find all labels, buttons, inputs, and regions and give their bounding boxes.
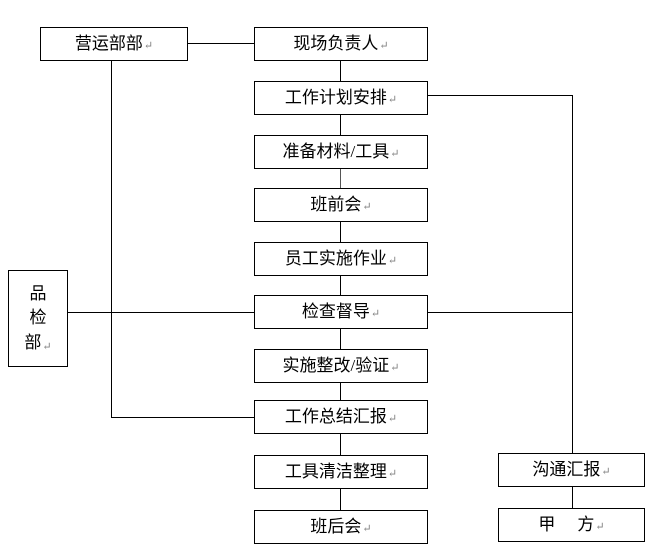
connector-communication-to-client bbox=[572, 486, 573, 508]
node-staff-operation[interactable]: 员工实施作业↵ bbox=[254, 242, 428, 276]
node-site-manager-label: 现场负责人 bbox=[293, 33, 379, 53]
node-operations-dept-label: 营运部部 bbox=[74, 33, 143, 53]
node-work-summary-label: 工作总结汇报 bbox=[284, 406, 387, 426]
connector-site-manager-to-work-plan bbox=[340, 60, 341, 81]
node-quality-dept-label-line1: 品 bbox=[29, 283, 47, 303]
pilcrow-mark: ↵ bbox=[387, 93, 398, 106]
node-tool-cleaning-label: 工具清洁整理 bbox=[284, 461, 387, 481]
connector-right-rail-vertical bbox=[572, 95, 573, 453]
node-communication-report-label: 沟通汇报 bbox=[532, 459, 601, 479]
node-quality-dept-label-line3-text: 部 bbox=[24, 332, 42, 352]
node-work-summary[interactable]: 工作总结汇报↵ bbox=[254, 400, 428, 434]
node-quality-dept[interactable]: 品 检 部↵ bbox=[8, 270, 68, 367]
node-post-shift-meeting[interactable]: 班后会↵ bbox=[254, 510, 428, 544]
pilcrow-mark: ↵ bbox=[390, 361, 400, 374]
connector-work-plan-to-right-rail bbox=[428, 95, 573, 96]
node-work-plan-label: 工作计划安排 bbox=[284, 87, 387, 107]
node-quality-dept-label-line3: 部↵ bbox=[24, 331, 51, 356]
node-work-plan[interactable]: 工作计划安排↵ bbox=[254, 81, 428, 115]
connector-prepare-to-pre-shift bbox=[340, 168, 341, 188]
node-communication-report[interactable]: 沟通汇报↵ bbox=[498, 453, 645, 487]
connector-inspection-to-right-rail bbox=[428, 312, 573, 313]
node-client-party-a-label-second: 方 bbox=[577, 514, 595, 534]
connector-operations-to-work-summary bbox=[111, 417, 254, 418]
connector-operations-trunk-vertical bbox=[111, 60, 112, 418]
node-operations-dept[interactable]: 营运部部↵ bbox=[40, 27, 188, 61]
node-rectify-verify[interactable]: 实施整改/验证↵ bbox=[254, 349, 428, 383]
pilcrow-mark: ↵ bbox=[370, 307, 381, 320]
pilcrow-mark: ↵ bbox=[595, 520, 605, 533]
pilcrow-mark: ↵ bbox=[387, 412, 398, 425]
connector-quality-dept-to-inspection bbox=[68, 312, 254, 313]
connector-staff-operation-to-inspection bbox=[340, 276, 341, 295]
connector-work-plan-to-prepare bbox=[340, 114, 341, 135]
pilcrow-mark: ↵ bbox=[362, 522, 372, 535]
node-prepare-materials[interactable]: 准备材料/工具↵ bbox=[254, 135, 428, 169]
node-quality-dept-label-line2: 检 bbox=[29, 308, 47, 328]
connector-operations-to-site-manager bbox=[188, 43, 254, 44]
node-client-party-a[interactable]: 甲 方↵ bbox=[498, 508, 645, 542]
node-site-manager[interactable]: 现场负责人↵ bbox=[254, 27, 428, 61]
node-post-shift-meeting-label: 班后会 bbox=[310, 516, 362, 536]
node-tool-cleaning[interactable]: 工具清洁整理↵ bbox=[254, 455, 428, 489]
node-pre-shift-meeting-label: 班前会 bbox=[310, 194, 362, 214]
connector-inspection-to-rectify bbox=[340, 329, 341, 349]
pilcrow-mark: ↵ bbox=[362, 200, 372, 213]
connector-work-summary-to-tool-cleaning bbox=[340, 434, 341, 455]
node-staff-operation-label: 员工实施作业 bbox=[284, 248, 387, 268]
connector-pre-shift-to-staff-operation bbox=[340, 222, 341, 242]
node-inspection-supervision-label: 检查督导 bbox=[301, 301, 370, 321]
node-prepare-materials-label: 准备材料/工具 bbox=[282, 141, 390, 161]
pilcrow-mark: ↵ bbox=[601, 465, 611, 478]
node-inspection-supervision[interactable]: 检查督导↵ bbox=[254, 295, 428, 329]
node-rectify-verify-label: 实施整改/验证 bbox=[282, 355, 390, 375]
node-pre-shift-meeting[interactable]: 班前会↵ bbox=[254, 188, 428, 222]
pilcrow-mark: ↵ bbox=[387, 254, 398, 267]
node-client-party-a-label-first: 甲 bbox=[538, 514, 556, 534]
connector-rectify-to-work-summary bbox=[340, 382, 341, 400]
pilcrow-mark: ↵ bbox=[390, 147, 400, 160]
pilcrow-mark: ↵ bbox=[379, 39, 389, 52]
connector-tool-cleaning-to-post-shift bbox=[340, 488, 341, 510]
pilcrow-mark: ↵ bbox=[387, 467, 398, 480]
pilcrow-mark: ↵ bbox=[143, 39, 154, 52]
pilcrow-mark: ↵ bbox=[42, 340, 52, 353]
